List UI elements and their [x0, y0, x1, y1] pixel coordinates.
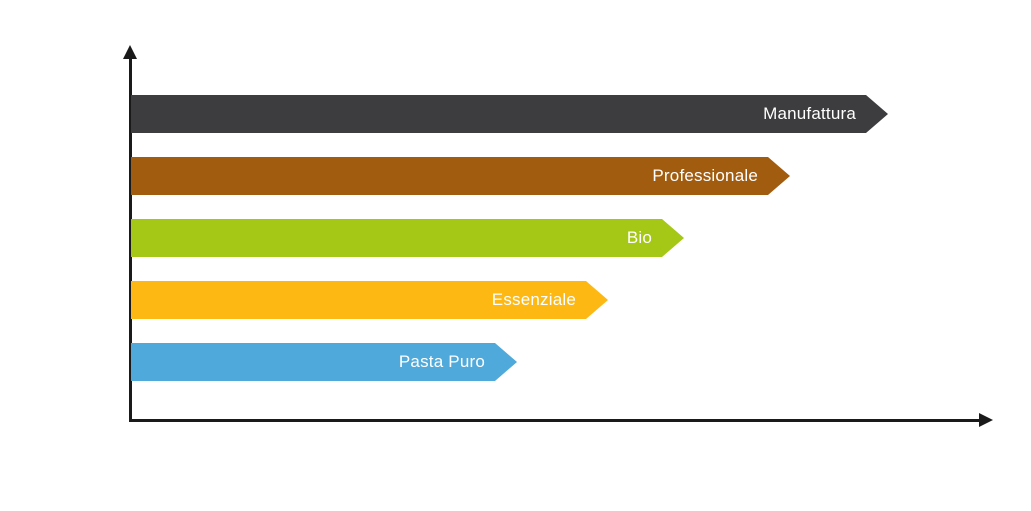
- y-axis-arrowhead-icon: [123, 45, 137, 59]
- bar-label: Manufattura: [763, 104, 856, 123]
- bar-bio: Bio: [131, 219, 684, 257]
- bar-pasta-puro: Pasta Puro: [131, 343, 517, 381]
- bar-label: Bio: [626, 228, 652, 247]
- x-axis-arrowhead-icon: [979, 413, 993, 427]
- bar-label: Professionale: [652, 166, 758, 185]
- bar-professionale: Professionale: [131, 157, 790, 195]
- bar-essenziale: Essenziale: [131, 281, 608, 319]
- bar-manufattura: Manufattura: [131, 95, 888, 133]
- x-axis-line: [129, 419, 980, 422]
- y-axis-line: [129, 58, 132, 422]
- bar-label: Pasta Puro: [398, 352, 485, 371]
- bar-label: Essenziale: [491, 290, 576, 309]
